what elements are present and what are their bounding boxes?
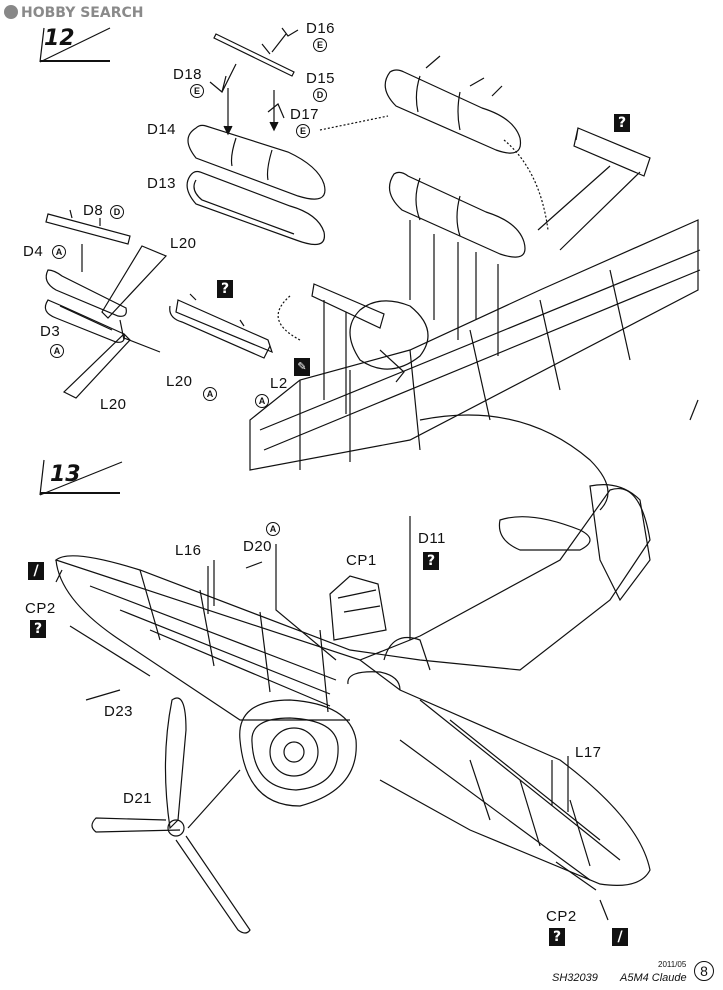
part-label-d17: D17 xyxy=(290,106,320,123)
color-callout-question-icon: ? xyxy=(30,620,46,638)
engine-cowling xyxy=(240,700,357,806)
part-label-d20: D20 xyxy=(243,538,273,555)
part-label-d21: D21 xyxy=(123,790,153,807)
cockpit-opening xyxy=(348,672,400,690)
l20-upper-strut xyxy=(102,246,166,318)
clear-part-slash-icon: / xyxy=(28,562,44,580)
page-number: 8 xyxy=(694,961,714,981)
color-callout-question-icon: ? xyxy=(549,928,565,946)
tailplane xyxy=(499,517,590,550)
step-13-marker xyxy=(40,460,122,495)
step-12-marker xyxy=(40,28,110,62)
part-label-cp1: CP1 xyxy=(346,552,377,569)
step-13-underline xyxy=(40,492,120,494)
d13-tank-half xyxy=(187,172,324,245)
part-label-l17: L17 xyxy=(575,744,602,761)
badge-e-icon: E xyxy=(296,124,310,138)
part-label-d18: D18 xyxy=(173,66,203,83)
l2-rack-part xyxy=(170,294,272,358)
l20-lower-strut xyxy=(64,334,130,398)
badge-a-icon: A xyxy=(203,387,217,401)
step12-wing-and-tanks xyxy=(250,56,700,510)
clear-part-slash-icon: / xyxy=(612,928,628,946)
footer-model-name: A5M4 Claude xyxy=(620,972,687,984)
part-label-cp2-right: CP2 xyxy=(546,908,577,925)
part-label-d8: D8 xyxy=(83,202,104,219)
color-callout-question-icon: ? xyxy=(614,114,630,132)
badge-e-icon: E xyxy=(313,38,327,52)
part-label-l2: L2 xyxy=(270,375,288,392)
part-label-cp2-left: CP2 xyxy=(25,600,56,617)
cement-symbol-icon: ✎ xyxy=(294,358,310,376)
propeller-blade-top xyxy=(165,698,186,828)
badge-a-icon: A xyxy=(266,522,280,536)
part-label-d16: D16 xyxy=(306,20,336,37)
d16-rack xyxy=(214,28,298,76)
part-label-l16: L16 xyxy=(175,542,202,559)
part-label-d4: D4 xyxy=(23,243,44,260)
step13-aircraft xyxy=(56,485,650,933)
color-callout-question-icon: ? xyxy=(217,280,233,298)
step-13-number: 13 xyxy=(50,462,81,487)
part-label-d3: D3 xyxy=(40,323,61,340)
badge-a-icon: A xyxy=(255,394,269,408)
hobby-search-logo-icon xyxy=(4,5,18,19)
step-12-underline xyxy=(40,60,110,62)
part-label-d11: D11 xyxy=(418,530,446,547)
d14-drop-tank xyxy=(188,125,325,199)
badge-d-icon: D xyxy=(313,88,327,102)
footer-date: 2011/05 xyxy=(658,960,687,969)
tail-fin xyxy=(590,485,650,600)
part-label-l20-top: L20 xyxy=(170,235,197,252)
badge-a-icon: A xyxy=(52,245,66,259)
badge-a-icon: A xyxy=(50,344,64,358)
cp1-part xyxy=(330,576,386,640)
part-label-d23: D23 xyxy=(104,703,134,720)
canopy xyxy=(384,638,430,671)
footer-kit-code: SH32039 xyxy=(552,972,598,984)
part-label-l20-middle: L20 xyxy=(166,373,193,390)
part-label-d14: D14 xyxy=(147,121,177,138)
badge-e-icon: E xyxy=(190,84,204,98)
d8-d4-d3-assembly xyxy=(45,210,166,398)
part-label-d15: D15 xyxy=(306,70,336,87)
watermark: HOBBY SEARCH xyxy=(4,5,143,21)
color-callout-question-icon: ? xyxy=(423,552,439,570)
d17-part xyxy=(268,104,284,118)
part-label-d13: D13 xyxy=(147,175,177,192)
d18-part xyxy=(210,64,236,92)
propeller-blade-left xyxy=(92,818,180,832)
part-label-l20-bottom: L20 xyxy=(100,396,127,413)
propeller-blade-bottom xyxy=(176,836,250,933)
badge-d-icon: D xyxy=(110,205,124,219)
step-12-number: 12 xyxy=(44,26,75,51)
